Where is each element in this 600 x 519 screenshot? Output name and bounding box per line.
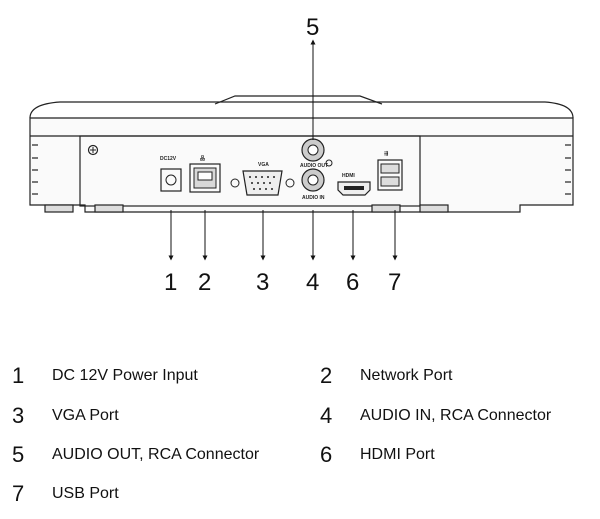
leader-lines xyxy=(168,39,398,261)
audio-in-mark: AUDIO IN xyxy=(302,195,325,201)
ground-screw-icon xyxy=(87,144,99,156)
legend-text: AUDIO IN, RCA Connector xyxy=(360,407,552,424)
legend-item-4: 4 AUDIO IN, RCA Connector xyxy=(320,403,551,429)
legend-number: 2 xyxy=(320,363,333,388)
legend-number: 1 xyxy=(12,363,25,388)
callout-7: 7 xyxy=(388,269,401,296)
dc-port-mark: DC12V xyxy=(160,156,177,162)
legend-text: HDMI Port xyxy=(360,446,435,463)
legend-text: Network Port xyxy=(360,367,453,384)
dc-power-port: DC12V xyxy=(160,156,182,192)
legend-item-6: 6 HDMI Port xyxy=(320,442,435,468)
callout-5: 5 xyxy=(306,14,319,41)
callout-2: 2 xyxy=(198,269,211,296)
legend-number: 6 xyxy=(320,442,333,467)
usb-icon: ⇶ xyxy=(384,150,389,157)
legend-number: 7 xyxy=(12,481,25,506)
nvr-rear-panel-diagram: DC12V 品 VGA AUDIO OUT AUDIO IN HDMI xyxy=(29,14,574,296)
network-port-mark: 品 xyxy=(200,155,205,162)
legend-item-7: 7 USB Port xyxy=(12,481,119,507)
audio-out-rca-port: AUDIO OUT xyxy=(300,138,333,169)
hdmi-mark: HDMI xyxy=(342,173,355,179)
legend-item-3: 3 VGA Port xyxy=(12,403,119,429)
audio-in-rca-port: AUDIO IN xyxy=(301,168,325,201)
legend-item-1: 1 DC 12V Power Input xyxy=(12,363,198,389)
usb-ports: ⇶ xyxy=(377,150,403,191)
callout-3: 3 xyxy=(256,269,269,296)
port-legend: 1 DC 12V Power Input 2 Network Port 3 VG… xyxy=(0,358,600,519)
legend-text: VGA Port xyxy=(52,407,119,424)
legend-number: 5 xyxy=(12,442,25,467)
network-port: 品 xyxy=(189,155,221,193)
legend-text: AUDIO OUT, RCA Connector xyxy=(52,446,260,463)
callout-4: 4 xyxy=(306,269,319,296)
legend-item-2: 2 Network Port xyxy=(320,363,452,389)
vga-port-mark: VGA xyxy=(258,162,269,168)
legend-text: USB Port xyxy=(52,485,119,502)
audio-out-mark: AUDIO OUT xyxy=(300,163,328,169)
legend-number: 4 xyxy=(320,403,333,428)
hdmi-port: HDMI xyxy=(337,173,371,196)
callout-1: 1 xyxy=(164,269,177,296)
legend-text: DC 12V Power Input xyxy=(52,367,198,384)
callout-6: 6 xyxy=(346,269,359,296)
device-chassis xyxy=(29,95,574,213)
legend-item-5: 5 AUDIO OUT, RCA Connector xyxy=(12,442,259,468)
vga-port: VGA xyxy=(230,162,295,196)
legend-number: 3 xyxy=(12,403,25,428)
